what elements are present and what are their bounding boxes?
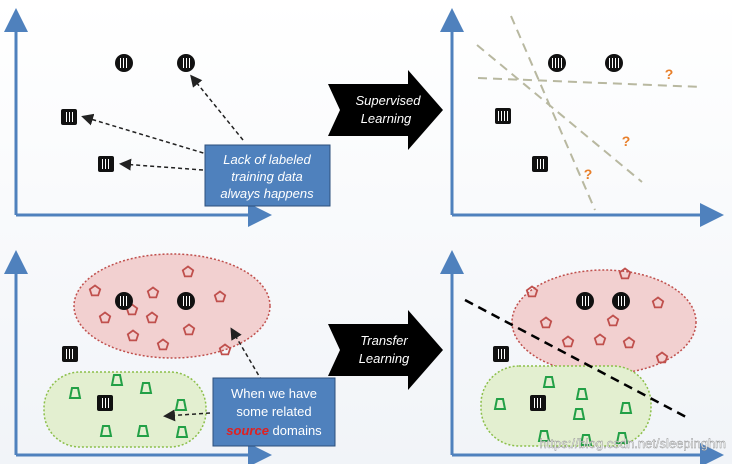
panel-source-domain: When we have some related source domains bbox=[3, 250, 336, 464]
labeled-square-1 bbox=[495, 108, 511, 124]
callout-line: source domains bbox=[226, 423, 322, 438]
labeled-circle-2 bbox=[177, 54, 195, 72]
arrow-label: Transfer bbox=[360, 333, 408, 348]
trapezoid-icon bbox=[579, 434, 593, 446]
labeled-circle-2 bbox=[177, 292, 195, 310]
callout-line: training data bbox=[231, 169, 303, 184]
source-domain-region bbox=[73, 253, 271, 359]
labeled-square-1 bbox=[62, 346, 78, 362]
trapezoid-icon bbox=[99, 425, 113, 437]
source-domain-region bbox=[511, 269, 697, 375]
source-pentagons bbox=[525, 267, 669, 364]
callout-line: some related bbox=[236, 404, 311, 419]
arrow-transfer-learning: Transfer Learning bbox=[328, 310, 443, 390]
arrow-label: Learning bbox=[361, 111, 412, 126]
panel-transfer-boundary bbox=[440, 250, 724, 464]
pentagon-icon bbox=[213, 290, 227, 303]
labeled-square-2 bbox=[530, 395, 546, 411]
pentagon-icon bbox=[218, 343, 232, 356]
trapezoid-icon bbox=[575, 388, 589, 400]
pentagon-icon bbox=[182, 323, 196, 336]
arrow-label: Learning bbox=[359, 351, 410, 366]
source-pentagons bbox=[88, 265, 232, 356]
pentagon-icon bbox=[181, 265, 195, 278]
target-trapezoids bbox=[68, 374, 189, 438]
trapezoid-icon bbox=[110, 374, 124, 386]
labeled-square-2 bbox=[97, 395, 113, 411]
pointer-arrow bbox=[81, 113, 211, 156]
decision-boundary bbox=[464, 298, 689, 420]
trapezoid-icon bbox=[175, 426, 189, 438]
pentagon-icon bbox=[593, 333, 607, 346]
labeled-circle-1 bbox=[115, 292, 133, 310]
pentagon-icon bbox=[539, 316, 553, 329]
labeled-square-1 bbox=[61, 109, 77, 125]
labeled-circle-2 bbox=[612, 292, 630, 310]
target-trapezoids bbox=[493, 376, 633, 446]
panel-supervised-boundaries: ? ? ? bbox=[440, 8, 724, 227]
labeled-square-2 bbox=[98, 156, 114, 172]
trapezoid-icon bbox=[493, 398, 507, 410]
pentagon-icon bbox=[655, 351, 669, 364]
source-highlight: source bbox=[226, 423, 269, 438]
pentagon-icon bbox=[146, 286, 160, 299]
callout-text: domains bbox=[269, 423, 322, 438]
target-domain-region bbox=[43, 371, 207, 448]
labeled-circle-2 bbox=[605, 54, 623, 72]
decision-boundary bbox=[476, 44, 643, 183]
target-domain-region bbox=[480, 365, 652, 447]
question-mark-icon: ? bbox=[665, 66, 674, 82]
pentagon-icon bbox=[525, 285, 539, 298]
trapezoid-icon bbox=[139, 382, 153, 394]
pentagon-icon bbox=[651, 296, 665, 309]
trapezoid-icon bbox=[537, 430, 551, 442]
trapezoid-icon bbox=[572, 408, 586, 420]
question-mark-icon: ? bbox=[584, 166, 593, 182]
callout-line: always happens bbox=[220, 186, 314, 201]
arrow-supervised-learning: Supervised Learning bbox=[328, 70, 443, 150]
callout-line: When we have bbox=[231, 386, 317, 401]
labeled-circle-1 bbox=[548, 54, 566, 72]
callout-lack-of-labels: Lack of labeled training data always hap… bbox=[204, 144, 331, 207]
decision-boundary bbox=[510, 15, 596, 211]
pentagon-icon bbox=[88, 284, 102, 297]
trapezoid-icon bbox=[174, 399, 188, 411]
pentagon-icon bbox=[618, 267, 632, 280]
trapezoid-icon bbox=[615, 432, 629, 444]
watermark-text: https://blog.csdn.net/sleepinghm bbox=[540, 436, 726, 451]
question-mark-icon: ? bbox=[622, 133, 631, 149]
pentagon-icon bbox=[98, 311, 112, 324]
pentagon-icon bbox=[156, 338, 170, 351]
trapezoid-icon bbox=[68, 387, 82, 399]
pointer-arrow bbox=[230, 327, 263, 382]
labeled-circle-1 bbox=[115, 54, 133, 72]
labeled-square-1 bbox=[493, 346, 509, 362]
labeled-square-2 bbox=[532, 156, 548, 172]
arrow-label: Supervised bbox=[355, 93, 421, 108]
pentagon-icon bbox=[145, 311, 159, 324]
trapezoid-icon bbox=[136, 425, 150, 437]
callout-line: Lack of labeled bbox=[223, 152, 311, 167]
pentagon-icon bbox=[606, 314, 620, 327]
pentagon-icon bbox=[561, 335, 575, 348]
pentagon-icon bbox=[126, 329, 140, 342]
labeled-circle-1 bbox=[576, 292, 594, 310]
pointer-arrow bbox=[163, 409, 211, 422]
trapezoid-icon bbox=[542, 376, 556, 388]
panel-no-labels: Lack of labeled training data always hap… bbox=[3, 8, 331, 227]
pentagon-icon bbox=[622, 336, 636, 349]
callout-source-domains: When we have some related source domains bbox=[212, 377, 336, 447]
trapezoid-icon bbox=[619, 402, 633, 414]
decision-boundary bbox=[477, 77, 703, 88]
